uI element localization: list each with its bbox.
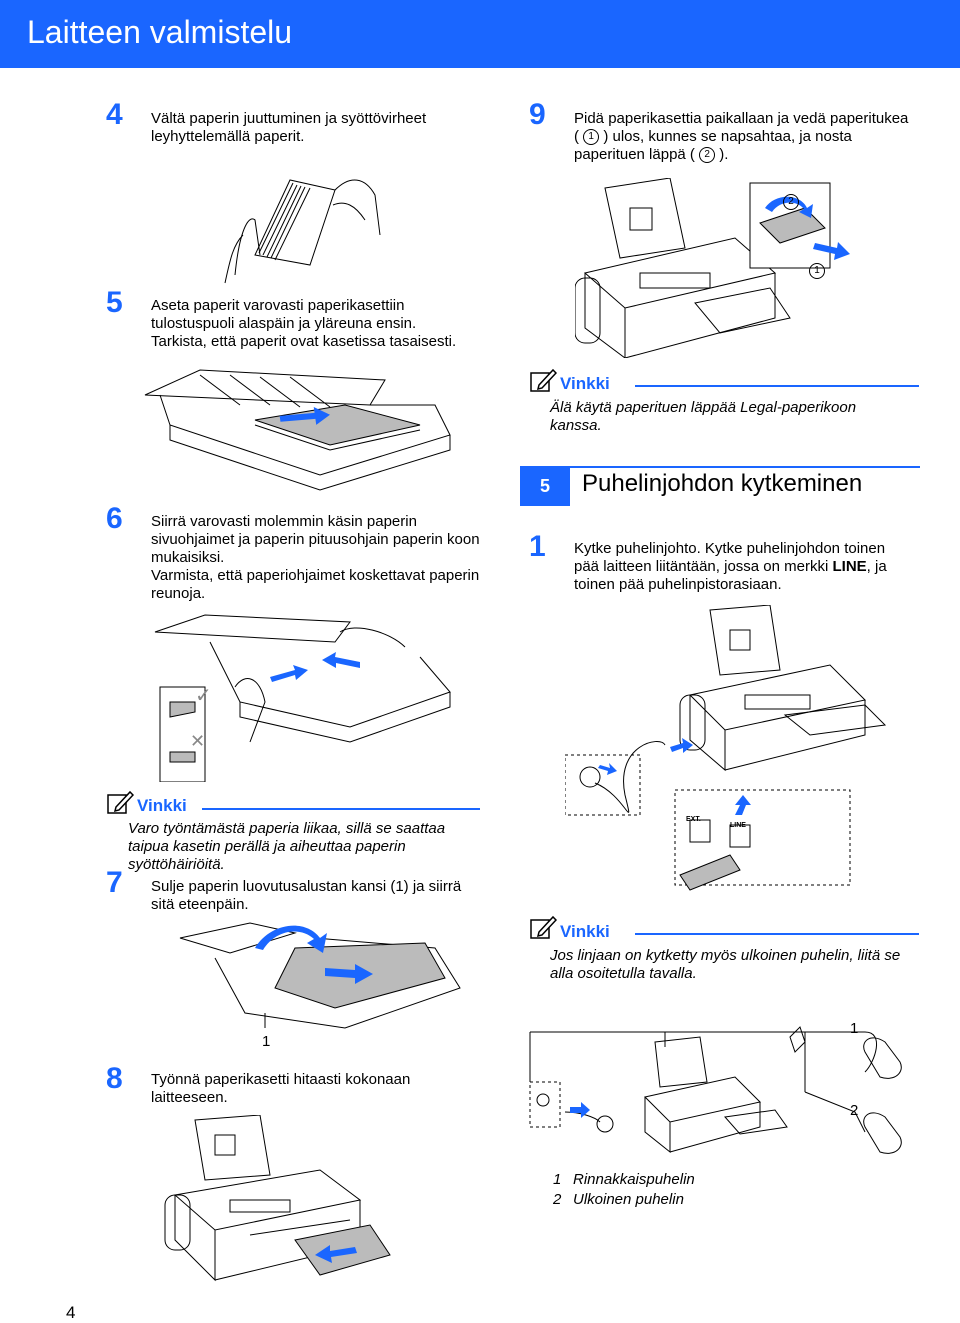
insert-tray-illustration (164, 1115, 391, 1282)
close-cover-illustration (179, 922, 461, 1029)
section-number: 5 (520, 466, 570, 506)
step-9-text-b: ) ulos, kunnes se napsahtaa, ja nosta pa… (574, 128, 852, 163)
note-2-rule (635, 385, 919, 387)
arrow-icon (813, 242, 850, 260)
step-8-number: 8 (106, 1062, 123, 1095)
step-9-number: 9 (529, 98, 546, 131)
note-2-text: Älä käytä paperituen läppää Legal-paperi… (550, 399, 857, 434)
arrow-icon (255, 925, 327, 953)
pencil-note-icon (530, 368, 557, 392)
checkmark-icon: ✓ (195, 683, 212, 707)
fig9-callout-2: 2 (783, 193, 799, 210)
callout-circle-1: 1 (583, 129, 600, 146)
phone-callout-1: 1 (850, 1020, 859, 1037)
guides-illustration: ✓ ✕ (154, 614, 451, 782)
legend-1-number: 1 (553, 1171, 562, 1188)
legend-2-text: Ulkoinen puhelin (573, 1191, 684, 1208)
pencil-note-icon (530, 915, 557, 939)
page-title: Laitteen valmistelu (27, 14, 293, 50)
page-number: 4 (66, 1303, 76, 1322)
step-6-text: Siirrä varovasti molemmin käsin paperin … (151, 513, 481, 603)
arrow-icon (570, 1102, 590, 1118)
section-title: Puhelinjohdon kytkeminen (582, 470, 863, 497)
step-4-number: 4 (106, 98, 123, 131)
step-7-text: Sulje paperin luovutusalustan kansi (1) … (151, 878, 462, 913)
line-port-label: LINE (730, 822, 746, 829)
step-1-text-a: Kytke puhelinjohto. Kytke puhelinjohdon … (574, 540, 886, 575)
legend-item-2: 2 Ulkoinen puhelin (553, 1191, 684, 1209)
arrow-icon (325, 964, 373, 984)
note-3-text: Jos linjaan on kytketty myös ulkoinen pu… (550, 947, 901, 982)
note-1-text: Varo työntämästä paperia liikaa, sillä s… (128, 820, 446, 873)
step-5-text-1: Aseta paperit varovasti paperikasettiin … (151, 297, 417, 332)
step-7-number: 7 (106, 866, 123, 899)
arrow-icon (765, 196, 813, 218)
page-header: Laitteen valmistelu (0, 0, 960, 68)
step-1-text-b: , ja toinen pää puhelinpistorasiaan. (574, 558, 887, 593)
arrow-icon (322, 652, 360, 668)
note-3-heading: Vinkki (560, 922, 610, 941)
step-1-line-label: LINE (832, 558, 867, 575)
step-8-text: Työnnä paperikasetti hitaasti kokonaan l… (151, 1071, 411, 1106)
step-9-text: Pidä paperikasettia paikallaan ja vedä p… (574, 110, 914, 164)
step-1-text: Kytke puhelinjohto. Kytke puhelinjohdon … (574, 540, 914, 594)
legend-item-1: 1 Rinnakkaispuhelin (553, 1171, 695, 1189)
step-5-number: 5 (106, 286, 123, 319)
arrow-icon (270, 665, 308, 682)
phone-callout-2: 2 (850, 1102, 859, 1119)
paper-support-illustration (575, 178, 850, 358)
section-rule (570, 466, 920, 468)
step-9-text-a: Pidä paperikasettia paikallaan ja vedä p… (574, 110, 909, 145)
step-5-text: Aseta paperit varovasti paperikasettiin … (151, 297, 481, 351)
section-header: 5 Puhelinjohdon kytkeminen (520, 466, 920, 506)
note-1-heading: Vinkki (137, 796, 187, 815)
pencil-note-icon (107, 790, 134, 814)
arrow-icon (279, 406, 330, 425)
fig9-callout-1: 1 (809, 262, 825, 279)
arrow-icon (315, 1245, 357, 1263)
callout-circle-2: 2 (699, 147, 716, 164)
step-6-text-1: Siirrä varovasti molemmin käsin paperin … (151, 513, 480, 566)
ext-port-label: EXT. (686, 816, 701, 823)
arrow-icon (670, 738, 693, 753)
paper-tray-illustration (144, 369, 451, 491)
note-2-heading: Vinkki (560, 374, 610, 393)
legend-2-number: 2 (553, 1191, 562, 1208)
arrow-icon (735, 795, 751, 815)
step-1-number: 1 (529, 530, 546, 563)
step-9-text-c: ). (719, 146, 729, 163)
cross-icon: ✕ (190, 731, 205, 752)
external-phone-illustration (529, 1026, 902, 1154)
step-6-text-2: Varmista, että paperiohjaimet koskettava… (151, 567, 480, 602)
fig7-callout-1: 1 (262, 1033, 271, 1050)
legend-1-text: Rinnakkaispuhelin (573, 1171, 695, 1188)
fan-paper-illustration (224, 179, 381, 284)
step-6-number: 6 (106, 502, 123, 535)
note-3-rule (635, 933, 919, 935)
step-5-text-2: Tarkista, että paperit ovat kasetissa ta… (151, 333, 457, 350)
note-1-rule (202, 808, 480, 810)
phone-line-illustration (565, 605, 887, 891)
step-4-text: Vältä paperin juuttuminen ja syöttövirhe… (151, 110, 427, 145)
arrow-icon (598, 763, 617, 775)
